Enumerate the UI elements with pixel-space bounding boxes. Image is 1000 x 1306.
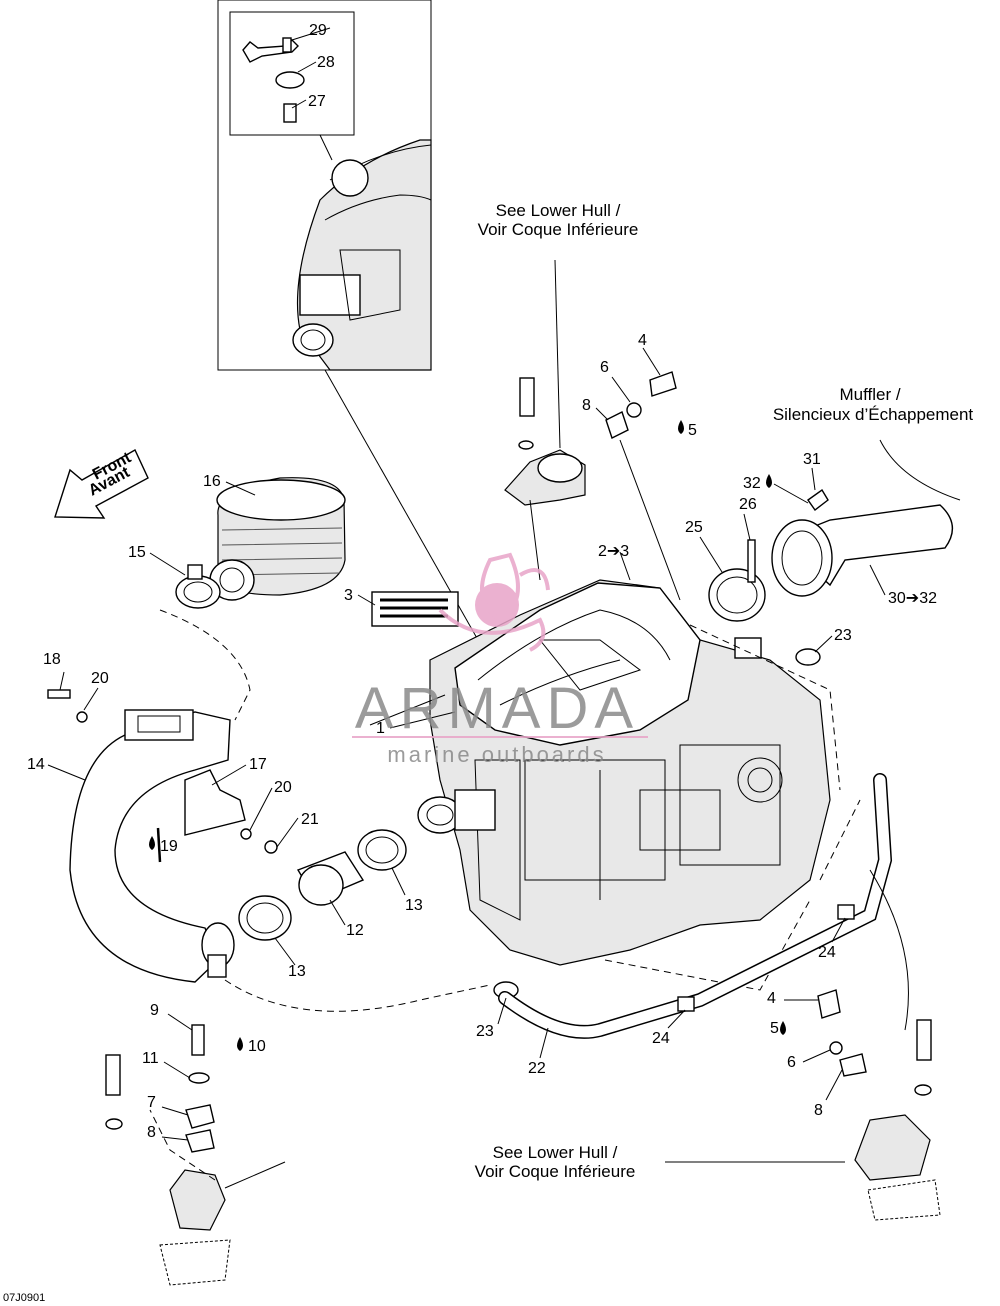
notes: See Lower Hull / Voir Coque Inférieure S… <box>3 201 973 1304</box>
callout-12: 12 <box>346 922 364 939</box>
lower-hull-note-top-line2: Voir Coque Inférieure <box>478 220 639 239</box>
callout-23-right: 23 <box>834 627 852 644</box>
callout-31: 31 <box>803 451 821 468</box>
callout-23-left: 23 <box>476 1023 494 1040</box>
lower-hull-note-top-line1: See Lower Hull / <box>496 201 621 220</box>
callout-24-left: 24 <box>652 1030 670 1047</box>
callout-20-left: 20 <box>91 670 109 687</box>
callout-13-right: 13 <box>405 897 423 914</box>
callout-8-right: 8 <box>814 1102 823 1119</box>
callout-13-left: 13 <box>288 963 306 980</box>
callout-24-right: 24 <box>818 944 836 961</box>
callout-5-top: 5 <box>688 422 697 439</box>
watermark-brand: ARMADA <box>355 676 639 741</box>
callout-32: 32 <box>743 475 761 492</box>
callouts: 1 2➔3 3 4 4 5 5 6 6 7 8 8 8 9 10 11 12 1… <box>27 22 937 1141</box>
callout-2-3: 2➔3 <box>598 543 629 560</box>
callout-28: 28 <box>317 54 335 71</box>
detail-inset <box>217 0 479 641</box>
muffler-part <box>771 504 953 597</box>
callout-6-bottom: 6 <box>787 1054 796 1071</box>
callout-5-bottom: 5 <box>770 1020 779 1037</box>
drop-icon <box>149 836 155 850</box>
callout-9: 9 <box>150 1002 159 1019</box>
callout-22: 22 <box>528 1060 546 1077</box>
air-filter-part <box>209 477 346 601</box>
callout-3: 3 <box>344 587 353 604</box>
callout-14: 14 <box>27 756 45 773</box>
drop-icons <box>149 420 786 1051</box>
callout-4-top: 4 <box>638 332 647 349</box>
drawing-code: 07J0901 <box>3 1292 45 1304</box>
lower-hull-note-bottom-line2: Voir Coque Inférieure <box>475 1162 636 1181</box>
drop-icon <box>766 474 772 488</box>
drop-icon <box>780 1021 786 1035</box>
callout-8-left: 8 <box>147 1124 156 1141</box>
callout-8-top: 8 <box>582 397 591 414</box>
watermark-tagline: marine outboards <box>387 742 606 767</box>
callout-17: 17 <box>249 756 267 773</box>
drop-icon <box>237 1037 243 1051</box>
engine-assembly <box>417 579 861 991</box>
front-arrow-icon: Front Avant <box>54 449 149 519</box>
lower-hull-note-bottom-line1: See Lower Hull / <box>493 1143 618 1162</box>
callout-25: 25 <box>685 519 703 536</box>
callout-26: 26 <box>739 496 757 513</box>
muffler-note-line2: Silencieux d’Échappement <box>773 405 974 424</box>
callout-27: 27 <box>308 93 326 110</box>
callout-16: 16 <box>203 473 221 490</box>
drop-icon <box>678 420 684 434</box>
callout-19: 19 <box>160 838 178 855</box>
callout-20-right: 20 <box>274 779 292 796</box>
callout-leaders <box>47 27 886 1141</box>
muffler-note-line1: Muffler / <box>839 385 900 404</box>
callout-7: 7 <box>147 1094 156 1111</box>
callout-6-top: 6 <box>600 359 609 376</box>
callout-30-32: 30➔32 <box>888 590 937 607</box>
watermark-logo <box>438 552 550 652</box>
callout-18: 18 <box>43 651 61 668</box>
callout-11: 11 <box>142 1050 159 1067</box>
callout-21: 21 <box>301 811 319 828</box>
callout-1: 1 <box>376 720 385 737</box>
callout-4-bottom: 4 <box>767 990 776 1007</box>
callout-10: 10 <box>248 1038 266 1055</box>
watermark: ARMADA marine outboards <box>352 552 648 767</box>
callout-15: 15 <box>128 544 146 561</box>
callout-29: 29 <box>309 22 327 39</box>
part-drawings <box>47 259 961 1286</box>
